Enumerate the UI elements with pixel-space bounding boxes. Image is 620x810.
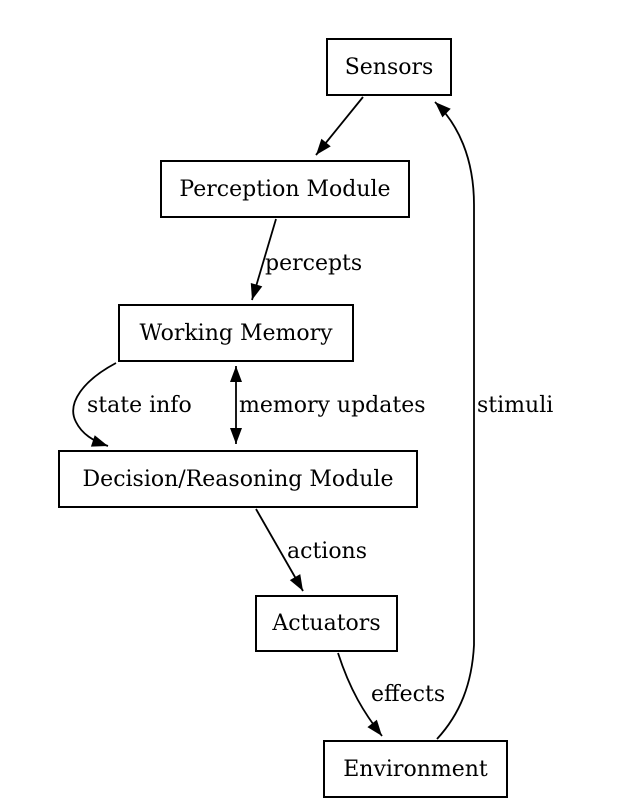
node-sensors-label: Sensors — [344, 54, 434, 80]
edge-label-memory-updates: memory updates — [239, 393, 426, 418]
edge-decision-to-actuators-arrow — [255, 508, 304, 592]
edge-sensors-to-perception-arrow — [315, 96, 364, 156]
edge-label-state-info: state info — [87, 393, 192, 418]
edge-environment-to-sensors-arrow — [434, 101, 475, 740]
node-sensors: Sensors — [326, 38, 452, 96]
node-decision-reasoning-module: Decision/Reasoning Module — [58, 450, 418, 508]
node-environment: Environment — [323, 740, 508, 798]
edge-label-effects: effects — [371, 682, 446, 707]
edge-actuators-to-environment-arrow — [337, 652, 383, 737]
edge-label-stimuli: stimuli — [477, 393, 554, 418]
node-actuators: Actuators — [255, 595, 398, 652]
edge-working-memory-to-decision-state-arrow — [72, 362, 117, 447]
node-working-memory-label: Working Memory — [139, 320, 333, 346]
node-perception-module-label: Perception Module — [179, 176, 391, 202]
node-actuators-label: Actuators — [272, 611, 381, 636]
edge-label-actions: actions — [287, 539, 368, 564]
edge-perception-to-working-memory-arrow — [250, 218, 277, 301]
node-working-memory: Working Memory — [118, 304, 354, 362]
node-decision-reasoning-module-label: Decision/Reasoning Module — [82, 466, 394, 492]
node-perception-module: Perception Module — [160, 160, 410, 218]
edge-label-percepts: percepts — [265, 251, 363, 276]
node-environment-label: Environment — [343, 756, 488, 782]
